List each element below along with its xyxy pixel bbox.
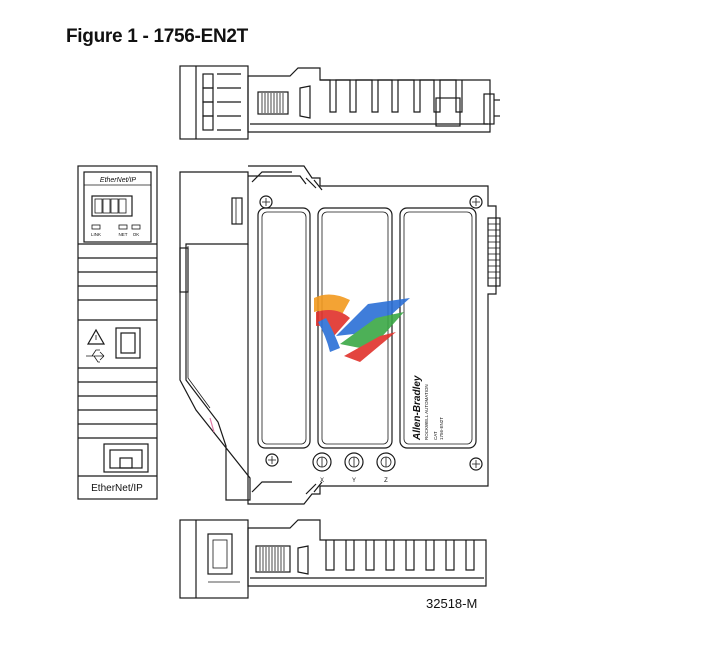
front-footer-label: EtherNet/IP <box>91 483 143 494</box>
top-view <box>179 65 500 140</box>
switch-x-label: X <box>320 478 324 484</box>
front-panel <box>77 165 158 500</box>
top-grip <box>261 93 284 113</box>
side-label-block: Allen-Bradley ROCKWELL AUTOMATION CAT 17… <box>412 375 444 441</box>
watermark-logo <box>314 294 410 362</box>
front-header-label: EtherNet/IP <box>100 177 137 184</box>
indicator-ok-label: OK <box>133 232 140 237</box>
figure-title: Figure 1 - 1756-EN2T <box>66 26 248 47</box>
company-label: ROCKWELL AUTOMATION <box>424 384 429 440</box>
switch-z-label: Z <box>384 478 388 484</box>
cat-number-label: 1756-EN2T <box>439 417 444 440</box>
figure-id: 32518-M <box>426 596 478 611</box>
indicator-link-label: LINK <box>91 232 101 237</box>
cat-label: CAT <box>433 431 438 440</box>
bottom-view <box>179 519 487 599</box>
side-view <box>179 165 501 505</box>
brand-label: Allen-Bradley <box>412 375 423 441</box>
indicator-net-label: NET <box>119 232 128 237</box>
bottom-grip <box>259 547 285 571</box>
switch-y-label: Y <box>352 478 356 484</box>
